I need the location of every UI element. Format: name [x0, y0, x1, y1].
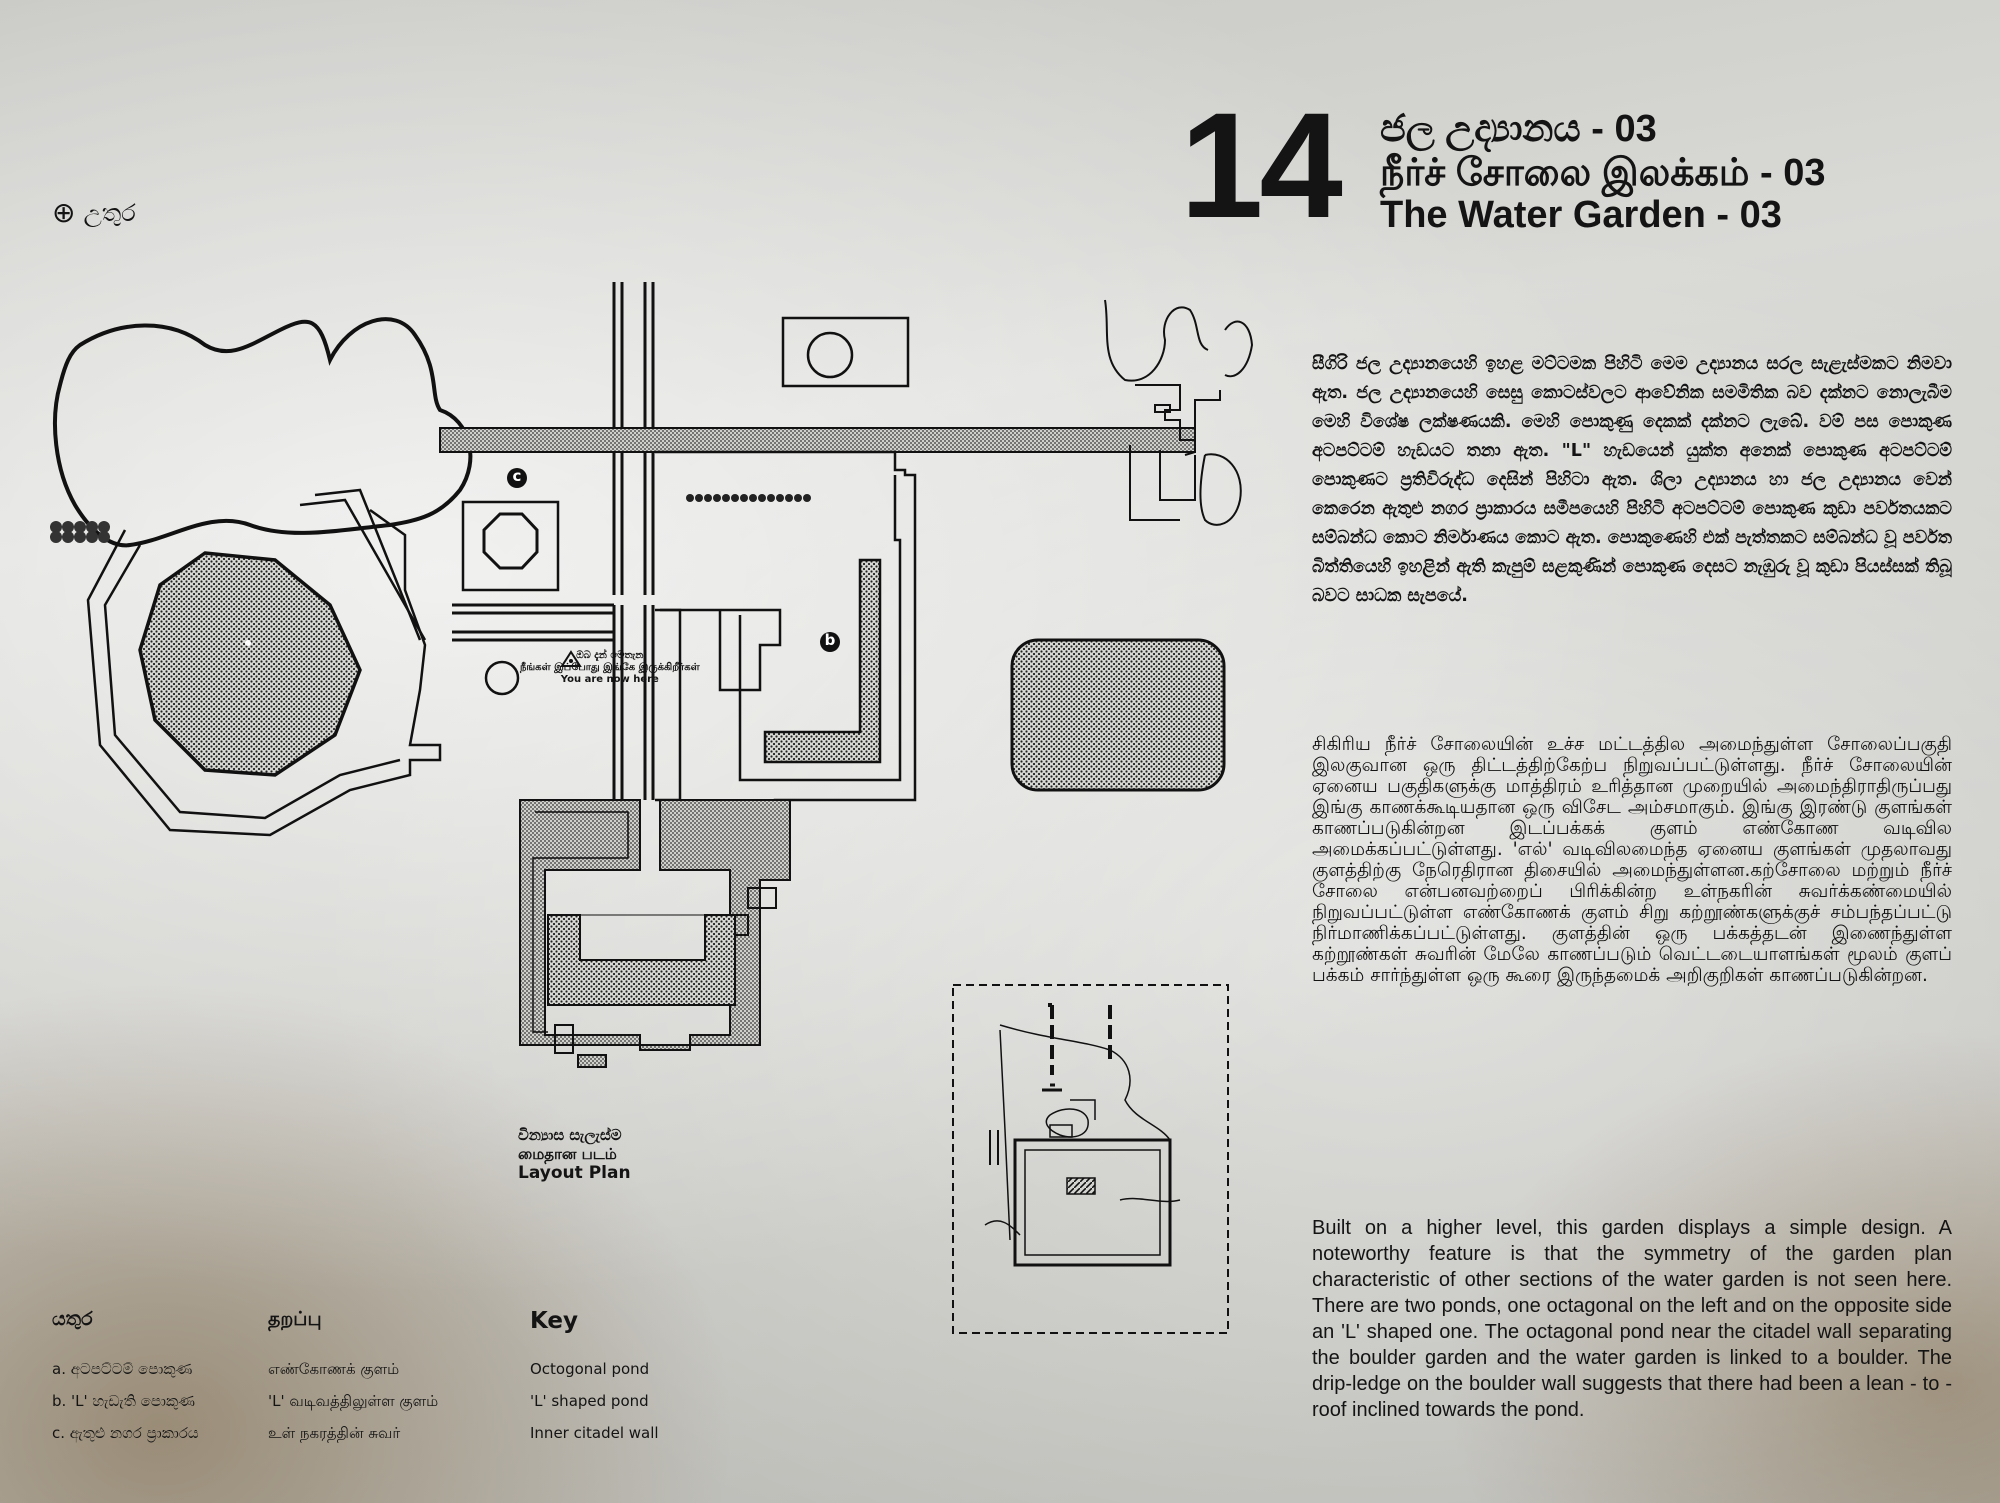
title-sinhala: ජල උද්‍යානය - 03: [1380, 108, 1657, 150]
layout-plan-caption: වින්‍යාස සැලැස්ම மைதான படம் Layout Plan: [518, 1126, 631, 1183]
marker-c: [507, 468, 527, 488]
you-are-here-icon: [560, 650, 582, 667]
key-row-b-en: 'L' shaped pond: [530, 1392, 649, 1410]
key-row-b-ta: 'L' வடிவத்திலுள்ள குளம்: [268, 1392, 439, 1410]
key-row-c-ta: உள் நகரத்தின் சுவர்: [268, 1424, 401, 1442]
octagonal-pond-terrace: [86, 508, 442, 837]
layout-plan-label-en: Layout Plan: [518, 1163, 631, 1183]
plate-number: 14: [1180, 81, 1343, 249]
key-row-a-en: Octogonal pond: [530, 1360, 650, 1378]
key-column-tamil: தறப்பு எண்கோணக் குளம் 'L' வடிவத்திலுள்ள …: [268, 1308, 438, 1456]
marker-b-label: b: [824, 631, 836, 649]
description-tamil: சிகிரிய நீர்ச் சோலையின் உச்ச மட்டத்தில அ…: [1312, 734, 1952, 986]
key-column-sinhala: යතුර a. අටපට්ටම් පොකුණ b. 'L' හැඩැති පොක…: [52, 1308, 199, 1456]
you-are-here-si: ඔබ දැන් මෙතැන: [576, 650, 644, 661]
key-heading-ta: தறப்பு: [268, 1308, 322, 1330]
marker-b: [820, 632, 840, 652]
layout-plan-label-si: වින්‍යාස සැලැස්ම: [518, 1126, 622, 1144]
lower-pond-u: [547, 914, 736, 1006]
octagon-pavilion: [461, 500, 560, 592]
key-row-c-si: c. ඇතුළු නගර ප්‍රාකාරය: [52, 1424, 199, 1442]
boulder-outline: [53, 317, 473, 548]
title-english: The Water Garden - 03: [1380, 194, 1782, 236]
location-inset-map: [952, 984, 1229, 1334]
rounded-square-pond: [1010, 638, 1226, 792]
description-english: Built on a higher level, this garden dis…: [1312, 1217, 1952, 1421]
marker-c-label: c: [512, 467, 522, 485]
channel-walls: [452, 282, 655, 800]
description-sinhala: සීගිරි ජල උද්‍යානයෙහි ඉහළ මට්ටමක පිහිටි …: [1312, 354, 1952, 606]
key-heading-si: යතුර: [52, 1308, 93, 1330]
square-with-circle: [781, 316, 910, 388]
you-are-here-ta: நீங்கள் இப்போது இங்கே இருக்கிறீர்கள்: [520, 662, 700, 673]
boulder-garden-outline: [1104, 299, 1254, 526]
key-row-a-ta: எண்கோணக் குளம்: [268, 1360, 400, 1378]
key-column-english: Key Octogonal pond 'L' shaped pond Inner…: [530, 1308, 659, 1456]
north-label: උතුර: [83, 198, 136, 227]
layout-plan-label-ta: மைதான படம்: [518, 1145, 617, 1163]
north-indicator: ⊕ උතුර: [52, 196, 136, 229]
north-arrow-icon: ⊕: [52, 196, 76, 229]
lower-terrace-walls: [519, 799, 791, 1051]
key-heading-en: Key: [530, 1308, 579, 1334]
inner-citadel-wall: [439, 427, 1196, 453]
key-row-c-en: Inner citadel wall: [530, 1424, 659, 1442]
octagonal-pond: [138, 551, 362, 777]
you-are-here-en: You are now here: [560, 674, 659, 685]
key-row-b-si: b. 'L' හැඩැති පොකුණ: [52, 1392, 195, 1410]
boulder-row: [686, 494, 811, 502]
small-circle-feature: [484, 660, 520, 696]
l-shaped-pond: [763, 558, 882, 764]
you-are-here-label: ඔබ දැන් මෙතැන நீங்கள் இப்போது இங்கே இருக…: [520, 650, 700, 686]
boulder-edge-dots: [50, 521, 110, 543]
key-row-a-si: a. අටපට්ටම් පොකුණ: [52, 1360, 193, 1378]
title-tamil: நீர்ச் சோலை இலக்கம் - 03: [1380, 152, 1826, 194]
